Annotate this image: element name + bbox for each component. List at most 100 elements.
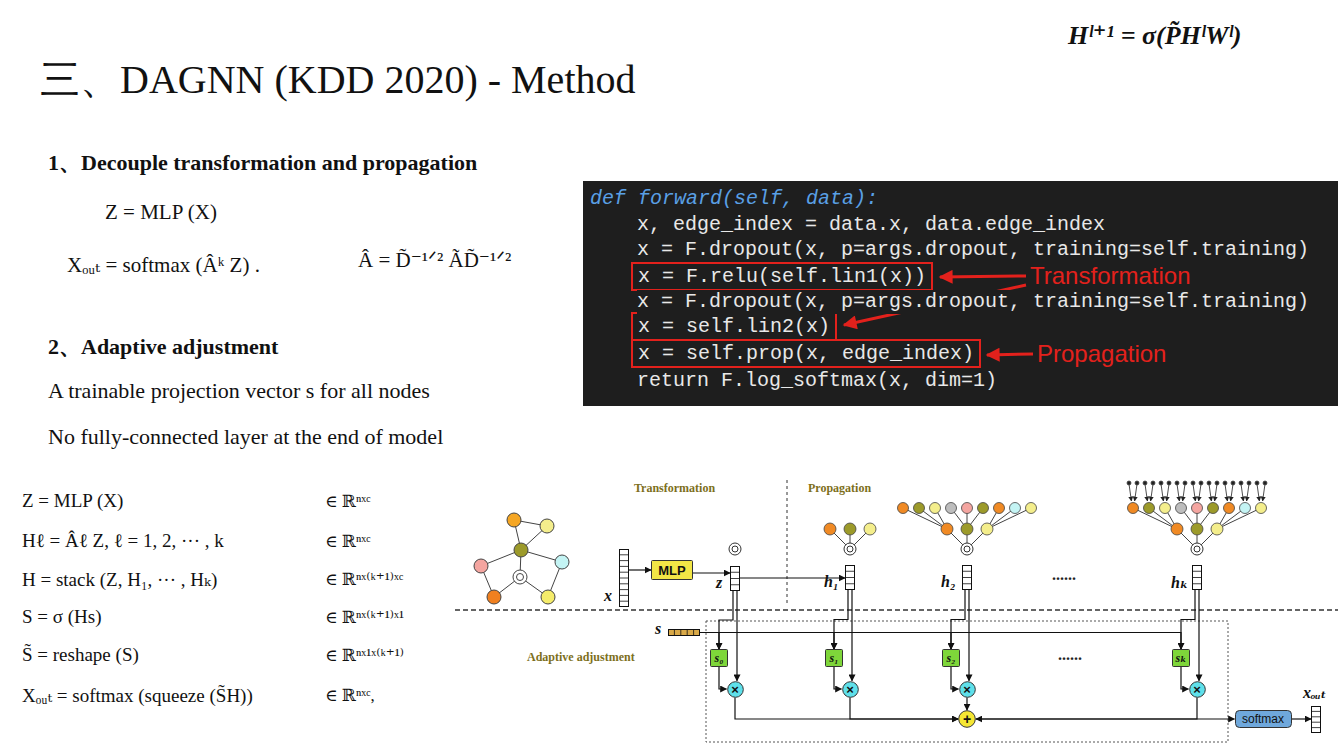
code-line: x = F.relu(self.lin1(x)): [638, 265, 926, 288]
node-outline: [652, 561, 693, 580]
vector-shape: [1311, 706, 1321, 733]
tree-node: [1167, 481, 1171, 485]
tree-node: [1144, 503, 1155, 514]
tree-edge: [1199, 484, 1201, 501]
tree-node: [1143, 481, 1147, 485]
tree-node: [946, 503, 957, 514]
tree-edge: [987, 508, 1031, 529]
connector: [700, 633, 719, 650]
multiply-node: ×: [842, 681, 859, 698]
vector-shape: [730, 566, 740, 591]
graph-node: [540, 519, 554, 533]
adaptive-region: [706, 621, 1228, 742]
tree-edge: [1133, 508, 1177, 529]
vector-cell: [1311, 722, 1321, 723]
vector-cell: [674, 629, 675, 636]
feature-vector: z: [730, 566, 740, 591]
connector: [834, 590, 848, 649]
vector-outline: [620, 550, 629, 607]
connector: [850, 698, 958, 720]
box-label: softmax: [1242, 712, 1284, 726]
code-line: x = F.dropout(x, p=args.dropout, trainin…: [637, 238, 1309, 262]
code-block: x = F.relu(self.lin1(x)) x = self.lin2(x)…: [583, 181, 1338, 406]
tree-edge: [1241, 484, 1243, 501]
vector-outline: [846, 566, 855, 590]
tree-node: [978, 503, 989, 514]
tree-node: [1135, 481, 1139, 485]
vector-cell: [1192, 571, 1202, 572]
score-box: sₖ: [1172, 649, 1190, 667]
tree-node: [1010, 503, 1021, 514]
target-node: [847, 546, 853, 552]
vector-cell: [687, 629, 688, 636]
tree-edge: [1135, 484, 1137, 501]
tree-node: [824, 523, 836, 535]
vector-cell: [619, 589, 629, 590]
vector-cell: [845, 571, 855, 572]
propagation-tree: [898, 503, 1037, 556]
multiply-node: ×: [1189, 681, 1206, 698]
tree-edge: [1151, 484, 1153, 501]
node-outline: [1173, 650, 1190, 667]
multiply-node: ×: [959, 681, 976, 698]
tree-edge: [1231, 484, 1233, 501]
connector: [1181, 590, 1195, 649]
target-node: [844, 543, 856, 555]
tree-node: [1255, 481, 1259, 485]
graph-node: [507, 513, 521, 527]
connector: [951, 590, 965, 649]
connector: [719, 591, 733, 649]
tree-node: [1199, 481, 1203, 485]
highlight-box: x = self.lin2(x): [631, 312, 837, 341]
tree-edge: [1263, 484, 1265, 501]
node-outline: [1235, 711, 1291, 728]
operator-symbol: ×: [846, 682, 854, 697]
node-outline: [826, 650, 843, 667]
tree-edge: [1209, 484, 1211, 501]
tree-node: [930, 503, 941, 514]
vector-cell: [619, 578, 629, 579]
tree-edge: [1177, 484, 1179, 501]
connector: [735, 698, 958, 720]
mlp-box: MLP: [651, 560, 693, 580]
tree-node: [1191, 523, 1203, 535]
tree-edge: [1129, 484, 1131, 501]
vector-cell: [619, 583, 629, 584]
vector-cell: [845, 583, 855, 584]
tree-node: [1223, 481, 1227, 485]
tree-node: [898, 503, 909, 514]
graph-node: [487, 590, 501, 604]
vector-outline: [731, 567, 740, 591]
vector-shape: [668, 629, 700, 636]
tree-edge: [1167, 484, 1169, 501]
code-line: return F.log_softmax(x, dim=1): [637, 369, 997, 393]
highlight-box: x = self.prop(x, edge_index): [631, 339, 981, 368]
tree-node: [1231, 481, 1235, 485]
highlight-box: x = F.relu(self.lin1(x)): [631, 262, 933, 291]
node-outline: [711, 650, 728, 667]
score-box: s₂: [942, 649, 960, 667]
propagation-tree: [1127, 481, 1267, 555]
connector: [740, 577, 845, 578]
tree-node: [864, 523, 876, 535]
tree-node: [941, 523, 953, 535]
tree-node: [1171, 523, 1183, 535]
feature-vector: h₂: [962, 565, 972, 590]
tree-edge: [1247, 484, 1249, 501]
node-outline: [959, 711, 976, 728]
tree-node: [1240, 503, 1251, 514]
graph-node: [514, 543, 528, 557]
vector-outline: [1193, 566, 1202, 590]
operator-symbol: +: [963, 711, 971, 727]
feature-vector: h₁: [845, 565, 855, 590]
vector-outline: [1312, 707, 1321, 733]
tree-edge: [1217, 508, 1261, 529]
tree-edge: [1225, 484, 1227, 501]
connector: [1198, 590, 1199, 681]
node-outline: [943, 650, 960, 667]
connector: [629, 569, 651, 570]
tree-node: [994, 503, 1005, 514]
code-line: x, edge_index = data.x, data.edge_index: [637, 213, 1105, 237]
tree-node: [1247, 481, 1251, 485]
vector-cell: [619, 572, 629, 573]
